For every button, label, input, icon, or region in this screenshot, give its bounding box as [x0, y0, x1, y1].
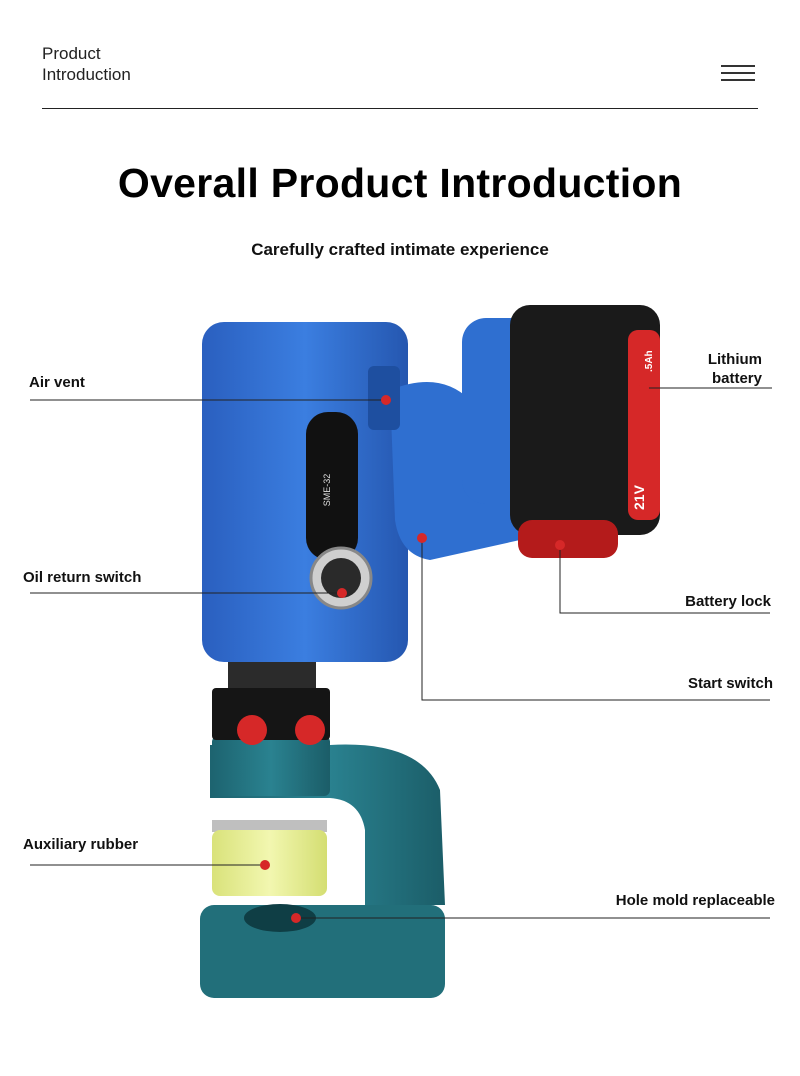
hole-mold-marker [291, 913, 301, 923]
battery-marker [639, 383, 649, 393]
callout-air-vent: Air vent [29, 374, 85, 391]
callout-dots [260, 383, 649, 923]
auxiliary-rubber [212, 820, 327, 896]
callout-auxiliary-rubber: Auxiliary rubber [23, 836, 139, 853]
start-switch-marker [417, 533, 427, 543]
battery-lock-marker [555, 540, 565, 550]
callout-battery-lock: Battery lock [685, 593, 771, 610]
page-subtitle: Carefully crafted intimate experience [251, 240, 549, 259]
ram-collar [212, 660, 330, 745]
battery-pack: 21V .5Ah [462, 305, 660, 558]
model-printed-text: SME-32 [322, 474, 332, 507]
rubber-marker [260, 860, 270, 870]
battery-capacity-badge: .5Ah [644, 350, 655, 372]
page-title: Overall Product Introduction [117, 160, 683, 206]
callout-hole-mold-replaceable: Hole mold replaceable [615, 892, 775, 909]
header-divider [42, 108, 758, 109]
callout-lithium-line1: Lithium [707, 351, 762, 368]
callout-lithium-battery: Lithium battery [660, 350, 762, 388]
top-header: Product Introduction [0, 0, 800, 110]
brand-title[interactable]: Product Introduction [42, 43, 131, 85]
brand-line-1: Product [42, 44, 101, 63]
c-frame [200, 736, 445, 998]
oil-return-marker [337, 588, 347, 598]
battery-voltage-badge: 21V [631, 484, 647, 510]
air-vent-marker [381, 395, 391, 405]
callout-lithium-line2: battery [711, 370, 762, 387]
brand-line-2: Introduction [42, 65, 131, 84]
callout-start-switch: Start switch [687, 675, 773, 692]
hamburger-menu-icon[interactable] [721, 65, 755, 83]
callout-oil-return-switch: Oil return switch [23, 569, 142, 586]
